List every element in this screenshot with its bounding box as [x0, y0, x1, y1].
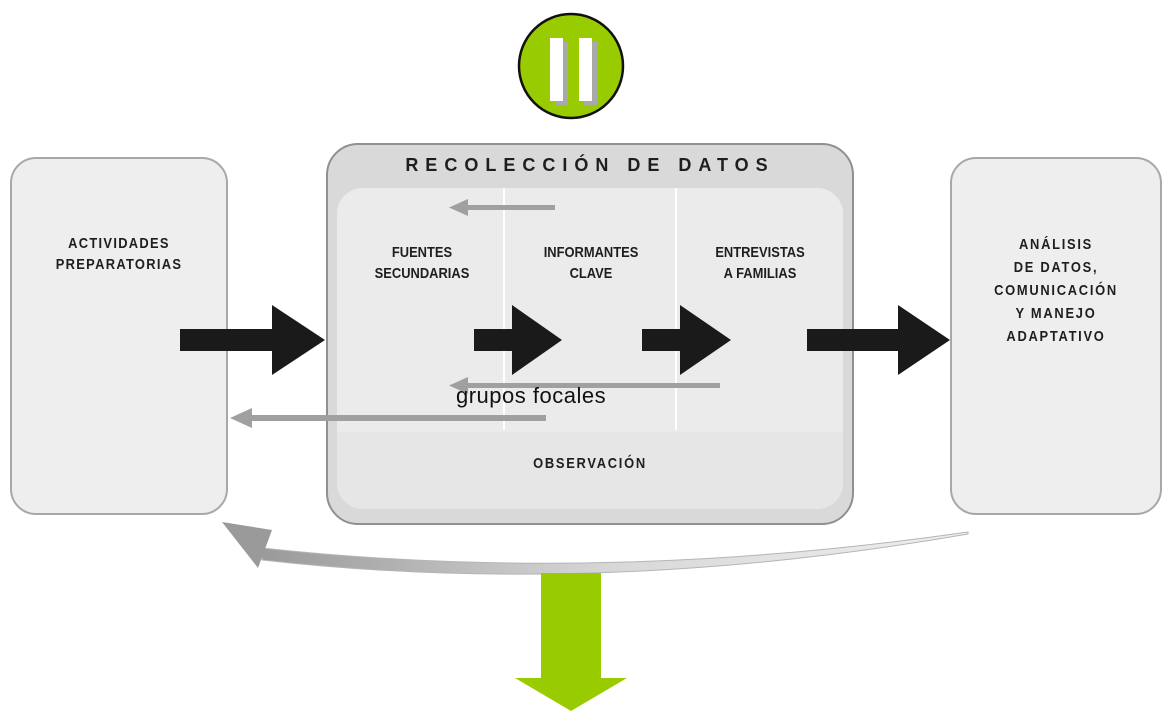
methods-area: [337, 188, 843, 430]
return-curve-arrow: [222, 522, 969, 575]
flow-arrow-fuentes-to-informantes: [474, 305, 562, 375]
feedback-arrow-to-left-box: [230, 408, 546, 428]
recoleccion-title: RECOLECCIÓN DE DATOS: [405, 155, 775, 175]
flow-arrow-center-to-right: [807, 305, 950, 375]
actividades-preparatorias-label: ACTIVIDADES PREPARATORIAS: [55, 235, 183, 273]
phase-two-badge: [517, 12, 625, 120]
feedback-arrow-grupos: [449, 377, 720, 394]
flow-arrow-informantes-to-entrevistas: [642, 305, 731, 375]
green-down-arrow: [515, 573, 627, 711]
analisis-box: [950, 157, 1162, 515]
entrevistas-familias-label: ENTREVISTAS A FAMILIAS: [715, 244, 805, 282]
recoleccion-inner-panel: [337, 188, 843, 509]
analisis-label: ANÁLISIS DE DATOS, COMUNICACIÓN Y MANEJO…: [994, 236, 1118, 345]
column-divider: [675, 188, 677, 430]
observacion-band: [337, 432, 843, 509]
feedback-arrow-top: [449, 199, 555, 216]
column-divider: [503, 188, 505, 430]
fuentes-secundarias-label: FUENTES SECUNDARIAS: [374, 244, 470, 282]
grupos-focales-label: grupos focales: [456, 383, 607, 408]
observacion-label: OBSERVACIÓN: [533, 455, 647, 472]
informantes-clave-label: INFORMANTES CLAVE: [543, 244, 639, 282]
flow-arrow-left-to-center: [180, 305, 325, 375]
